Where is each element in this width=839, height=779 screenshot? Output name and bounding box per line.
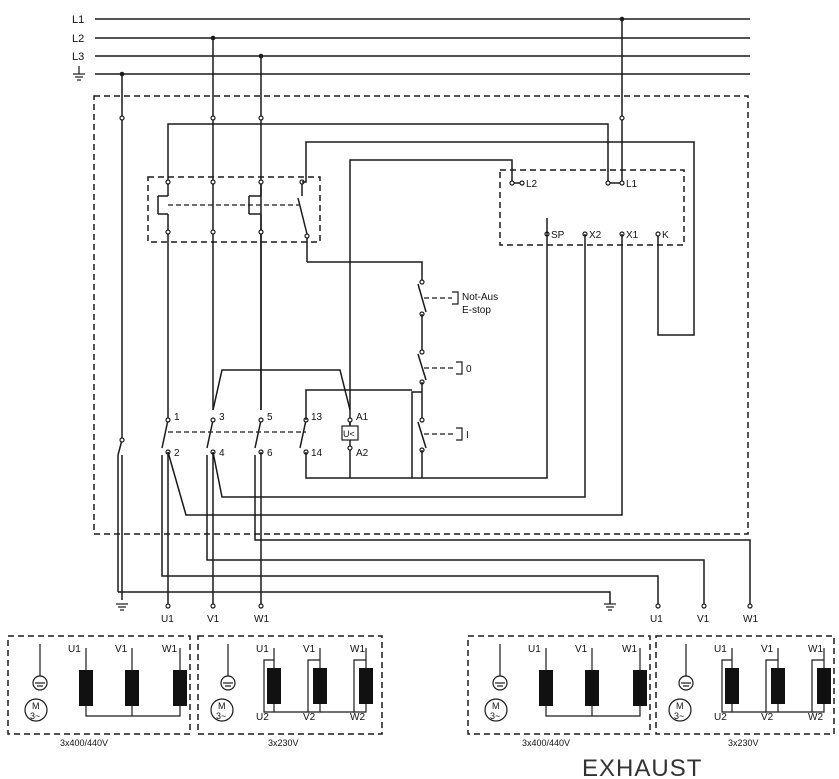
- contactor-terminal-3: 3: [219, 412, 225, 423]
- motor2-caption: 3x230V: [268, 738, 299, 748]
- motor-box-3: M 3~ U1 V1 W1 3x400/440V: [467, 635, 651, 748]
- enclosure-box: [93, 95, 749, 535]
- motor1-v1: V1: [115, 644, 128, 655]
- motor4-v1: V1: [761, 644, 774, 655]
- motor-symbol-m: M: [676, 701, 684, 711]
- contactor-terminal-6: 6: [267, 448, 273, 459]
- motor3-caption: 3x400/440V: [522, 738, 570, 748]
- ground-icon: [604, 603, 616, 611]
- coil-terminal-a1: A1: [356, 412, 369, 423]
- ground-icon: [116, 603, 128, 611]
- motor-box-2: M 3~ U1 V1 W1 U2 V2 W2 3x230V: [197, 635, 383, 748]
- controller-terminal-k: K: [662, 230, 669, 241]
- motor1-w1: W1: [162, 644, 177, 655]
- line-label-l2: L2: [72, 33, 84, 45]
- motor-symbol-m: M: [32, 701, 40, 711]
- controller-terminal-x1: X1: [626, 230, 639, 241]
- contactor: 1 2 3 4 5 6 13 14 U< A1 A2: [161, 369, 412, 479]
- motor1-caption: 3x400/440V: [60, 738, 108, 748]
- contactor-terminal-5: 5: [267, 412, 273, 423]
- motor2-w2: W2: [350, 712, 365, 723]
- off-button-label: 0: [466, 364, 472, 375]
- ground-icon: [73, 66, 85, 81]
- controller-terminal-l1: L1: [626, 179, 638, 190]
- controller-box: L2 L1 SP X2 X1 K: [349, 159, 685, 425]
- main-switch: [147, 176, 321, 420]
- motor-box-4: M 3~ U1 V1 W1 U2 V2 W2 3x230V: [655, 635, 835, 748]
- line-label-l1: L1: [72, 14, 84, 26]
- contactor-terminal-13: 13: [311, 412, 323, 423]
- output-wiring: [117, 234, 751, 606]
- motor-symbol-m: M: [492, 701, 500, 711]
- motor2-w1: W1: [350, 644, 365, 655]
- motor-symbol-3: 3~: [490, 711, 500, 721]
- motor-symbol-m: M: [218, 701, 226, 711]
- motor-symbol-3: 3~: [30, 711, 40, 721]
- output-left-v1: V1: [207, 614, 220, 625]
- contactor-terminal-4: 4: [219, 448, 225, 459]
- motor3-u1: U1: [528, 644, 541, 655]
- supply-drops: [119, 19, 625, 440]
- motor3-v1: V1: [575, 644, 588, 655]
- controller-terminal-sp: SP: [551, 230, 565, 241]
- motor-box-1: M 3~ U1 V1 W1 3x400/440V: [7, 635, 191, 748]
- output-left-w1: W1: [254, 614, 269, 625]
- motor-symbol-3: 3~: [216, 711, 226, 721]
- estop-label-en: E-stop: [462, 305, 491, 316]
- motor4-u2: U2: [714, 712, 727, 723]
- contactor-terminal-2: 2: [174, 448, 180, 459]
- output-right-u1: U1: [650, 614, 663, 625]
- supply-lines: L1 L2 L3: [72, 14, 750, 81]
- motor2-v1: V1: [303, 644, 316, 655]
- motor4-w2: W2: [808, 712, 823, 723]
- on-button-label: I: [466, 430, 469, 441]
- motor2-u2: U2: [256, 712, 269, 723]
- motor4-u1: U1: [714, 644, 727, 655]
- motor4-caption: 3x230V: [728, 738, 759, 748]
- footer-title: EXHAUST: [582, 755, 702, 779]
- motor2-v2: V2: [303, 712, 316, 723]
- coil-terminal-a2: A2: [356, 448, 369, 459]
- motor1-u1: U1: [68, 644, 81, 655]
- motor-symbol-3: 3~: [674, 711, 684, 721]
- motor4-v2: V2: [761, 712, 774, 723]
- motor3-w1: W1: [622, 644, 637, 655]
- line-label-l3: L3: [72, 51, 84, 63]
- motor4-w1: W1: [808, 644, 823, 655]
- control-chain: Not-Aus E-stop 0 I: [307, 234, 548, 479]
- controller-terminal-l2: L2: [526, 179, 538, 190]
- contactor-terminal-14: 14: [311, 448, 323, 459]
- undervoltage-label: U<: [343, 429, 355, 439]
- contactor-terminal-1: 1: [174, 412, 180, 423]
- estop-label-de: Not-Aus: [462, 292, 498, 303]
- motor2-u1: U1: [256, 644, 269, 655]
- output-right-v1: V1: [697, 614, 710, 625]
- output-right-w1: W1: [743, 614, 758, 625]
- output-left-u1: U1: [161, 614, 174, 625]
- controller-terminal-x2: X2: [589, 230, 602, 241]
